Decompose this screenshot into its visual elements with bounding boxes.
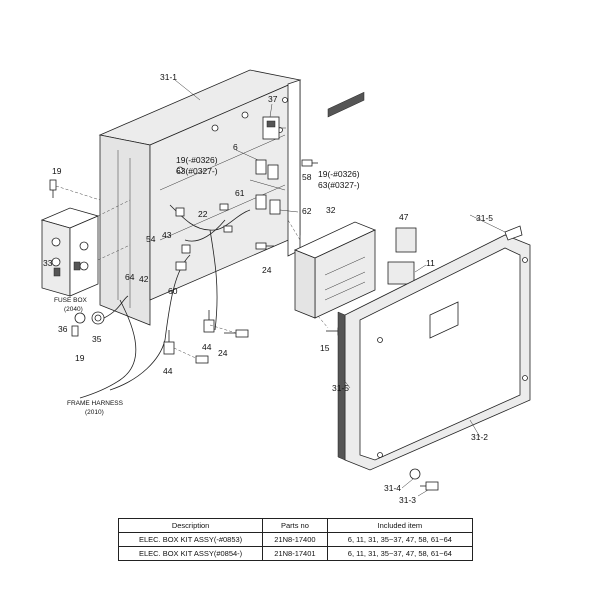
header-description: Description (117, 518, 264, 533)
callout-19-box: 19(-#0326) (176, 155, 218, 165)
callout-19-top-left: 19 (52, 166, 62, 176)
callout-64: 64 (125, 272, 135, 282)
table-header-row: Description Parts no Included item (117, 518, 474, 533)
callout-31-5-left: 31-5 (332, 383, 349, 393)
callout-63-box: 63(#0327-) (176, 166, 218, 176)
callout-32: 32 (326, 205, 336, 215)
controller-32 (293, 91, 377, 319)
bolt-24-lower (224, 329, 249, 338)
parts-table: Description Parts no Included item ELEC.… (117, 518, 474, 561)
frame-harness-number: (2010) (85, 409, 104, 416)
washer-31-4 (409, 468, 421, 480)
callout-54: 54 (146, 234, 156, 244)
label-11 (387, 261, 415, 285)
callout-22: 22 (198, 209, 208, 219)
cell-parts-no: 21N8-17400 (262, 532, 328, 547)
callout-15: 15 (320, 343, 330, 353)
bolt-31-3 (420, 481, 439, 491)
callout-11: 11 (426, 258, 435, 268)
grommet-36 (74, 312, 86, 324)
callout-33: 33 (43, 258, 53, 268)
header-included-item: Included item (326, 518, 474, 533)
cell-included-item: 6, 11, 31, 35~37, 47, 58, 61~64 (326, 532, 474, 547)
callout-31-2: 31-2 (471, 432, 488, 442)
fuse-box (40, 207, 100, 297)
fuse-box-label: FUSE BOX (54, 297, 88, 304)
bolt-19-top (49, 179, 57, 198)
bolt-19-bottom (71, 325, 79, 337)
table-row: ELEC. BOX KIT ASSY(#0854-) 21N8-17401 6,… (117, 546, 474, 561)
exploded-parts-diagram: 31-1 37 6 19 19(-#0326) 63(#0327-) 19(-#… (40, 69, 531, 505)
callout-35: 35 (92, 334, 102, 344)
relay-37 (262, 116, 286, 140)
callout-24-mid: 24 (262, 265, 272, 275)
fuse-box-number: (2040) (64, 306, 83, 313)
callout-47: 47 (399, 212, 409, 222)
callout-60: 60 (168, 286, 178, 296)
main-box-housing (98, 69, 302, 326)
callout-61: 61 (235, 188, 245, 198)
callout-6: 6 (233, 142, 238, 152)
relays-61-62 (249, 159, 299, 215)
callout-36: 36 (58, 324, 68, 334)
label-47 (395, 227, 417, 253)
callout-24-lower: 24 (218, 348, 228, 358)
callout-44-right: 44 (202, 342, 212, 352)
callout-31-3: 31-3 (399, 495, 416, 505)
bolt-24-mid (255, 242, 274, 250)
table-row: ELEC. BOX KIT ASSY(-#0853) 21N8-17400 6,… (117, 532, 474, 547)
callout-31-5-top: 31-5 (476, 213, 493, 223)
callout-62: 62 (302, 206, 312, 216)
callout-19-bottom: 19 (75, 353, 85, 363)
cell-description: ELEC. BOX KIT ASSY(#0854-) (117, 546, 264, 561)
cell-description: ELEC. BOX KIT ASSY(-#0853) (117, 532, 264, 547)
cell-parts-no: 21N8-17401 (262, 546, 328, 561)
callout-37: 37 (268, 94, 278, 104)
header-parts-no: Parts no (262, 518, 328, 533)
callout-44-left: 44 (163, 366, 173, 376)
callout-19-right: 19(-#0326) (318, 169, 360, 179)
cell-included-item: 6, 11, 31, 35~37, 47, 58, 61~64 (326, 546, 474, 561)
callout-43: 43 (162, 230, 172, 240)
clamp-44-right (203, 310, 215, 333)
cover-31-2 (344, 234, 531, 471)
frame-harness-label: FRAME HARNESS (67, 400, 124, 407)
callout-63-right: 63(#0327-) (318, 180, 360, 190)
callout-58: 58 (302, 172, 312, 182)
callout-31-4: 31-4 (384, 483, 401, 493)
callout-42: 42 (139, 274, 149, 284)
callout-31-1: 31-1 (160, 72, 177, 82)
